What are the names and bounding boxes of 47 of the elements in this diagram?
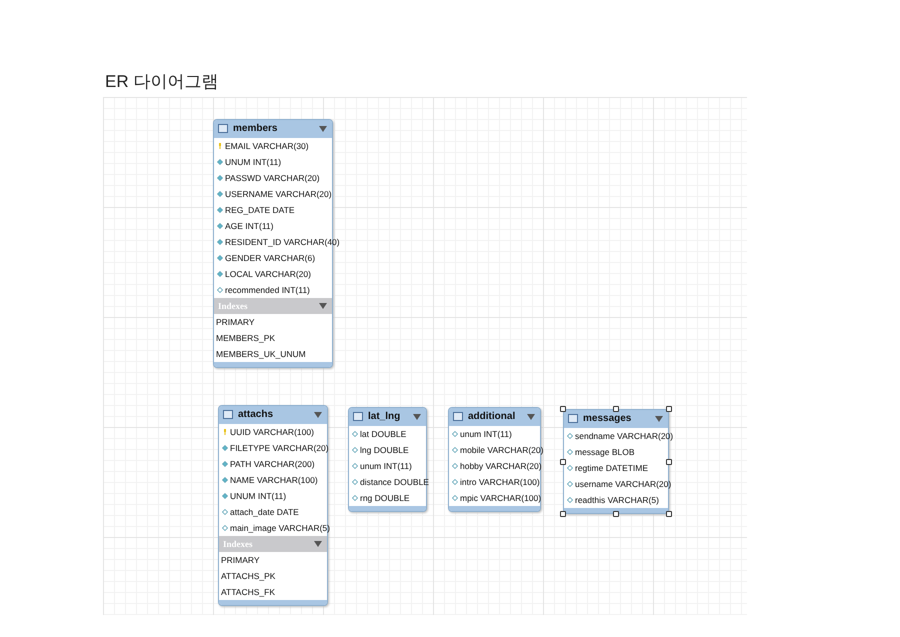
column-name: mpic VARCHAR(100) bbox=[460, 493, 542, 503]
column-name: LOCAL VARCHAR(20) bbox=[225, 269, 311, 279]
column-name: GENDER VARCHAR(6) bbox=[225, 253, 316, 263]
table-card bbox=[218, 405, 328, 606]
table-name: attachs bbox=[238, 409, 274, 420]
index-name: MEMBERS_UK_UNUM bbox=[216, 349, 306, 359]
column-name: UUID VARCHAR(100) bbox=[230, 427, 314, 437]
page-title: ER 다이어그램 bbox=[105, 71, 218, 93]
column-name: username VARCHAR(20) bbox=[575, 479, 672, 489]
index-name: ATTACHS_FK bbox=[221, 587, 275, 597]
column-name: UNUM INT(11) bbox=[225, 157, 282, 167]
column-name: PATH VARCHAR(200) bbox=[230, 459, 315, 469]
column-name: sendname VARCHAR(20) bbox=[575, 431, 674, 441]
column-name: PASSWD VARCHAR(20) bbox=[225, 173, 320, 183]
column-name: message BLOB bbox=[575, 447, 635, 457]
index-name: MEMBERS_PK bbox=[216, 333, 276, 343]
column-name: intro VARCHAR(100) bbox=[460, 477, 540, 487]
column-name: FILETYPE VARCHAR(20) bbox=[230, 443, 329, 453]
column-name: main_image VARCHAR(5) bbox=[230, 523, 330, 533]
column-name: AGE INT(11) bbox=[225, 221, 274, 231]
column-name: USERNAME VARCHAR(20) bbox=[225, 189, 332, 199]
column-name: attach_date DATE bbox=[230, 507, 299, 517]
column-name: rng DOUBLE bbox=[360, 493, 410, 503]
column-name: RESIDENT_ID VARCHAR(40) bbox=[225, 237, 340, 247]
column-name: readthis VARCHAR(5) bbox=[575, 495, 659, 505]
table-name: members bbox=[233, 123, 278, 134]
table-card bbox=[448, 407, 541, 512]
index-name: PRIMARY bbox=[221, 555, 260, 565]
index-name: PRIMARY bbox=[216, 317, 255, 327]
column-name: unum INT(11) bbox=[460, 429, 512, 439]
column-name: UNUM INT(11) bbox=[230, 491, 286, 501]
column-name: lng DOUBLE bbox=[360, 445, 409, 455]
column-name: lat DOUBLE bbox=[360, 429, 406, 439]
column-name: mobile VARCHAR(20) bbox=[460, 445, 544, 455]
index-name: ATTACHS_PK bbox=[221, 571, 276, 581]
column-name: EMAIL VARCHAR(30) bbox=[225, 141, 309, 151]
table-name: messages bbox=[583, 413, 632, 424]
column-name: distance DOUBLE bbox=[360, 477, 429, 487]
column-name: NAME VARCHAR(100) bbox=[230, 475, 318, 485]
column-name: unum INT(11) bbox=[360, 461, 412, 471]
table-name: additional bbox=[468, 411, 516, 422]
column-name: regtime DATETIME bbox=[575, 463, 648, 473]
column-name: recommended INT(11) bbox=[225, 285, 310, 295]
table-name: lat_lng bbox=[368, 411, 400, 422]
table-card bbox=[348, 407, 427, 512]
column-name: REG_DATE DATE bbox=[225, 205, 295, 215]
column-name: hobby VARCHAR(20) bbox=[460, 461, 542, 471]
